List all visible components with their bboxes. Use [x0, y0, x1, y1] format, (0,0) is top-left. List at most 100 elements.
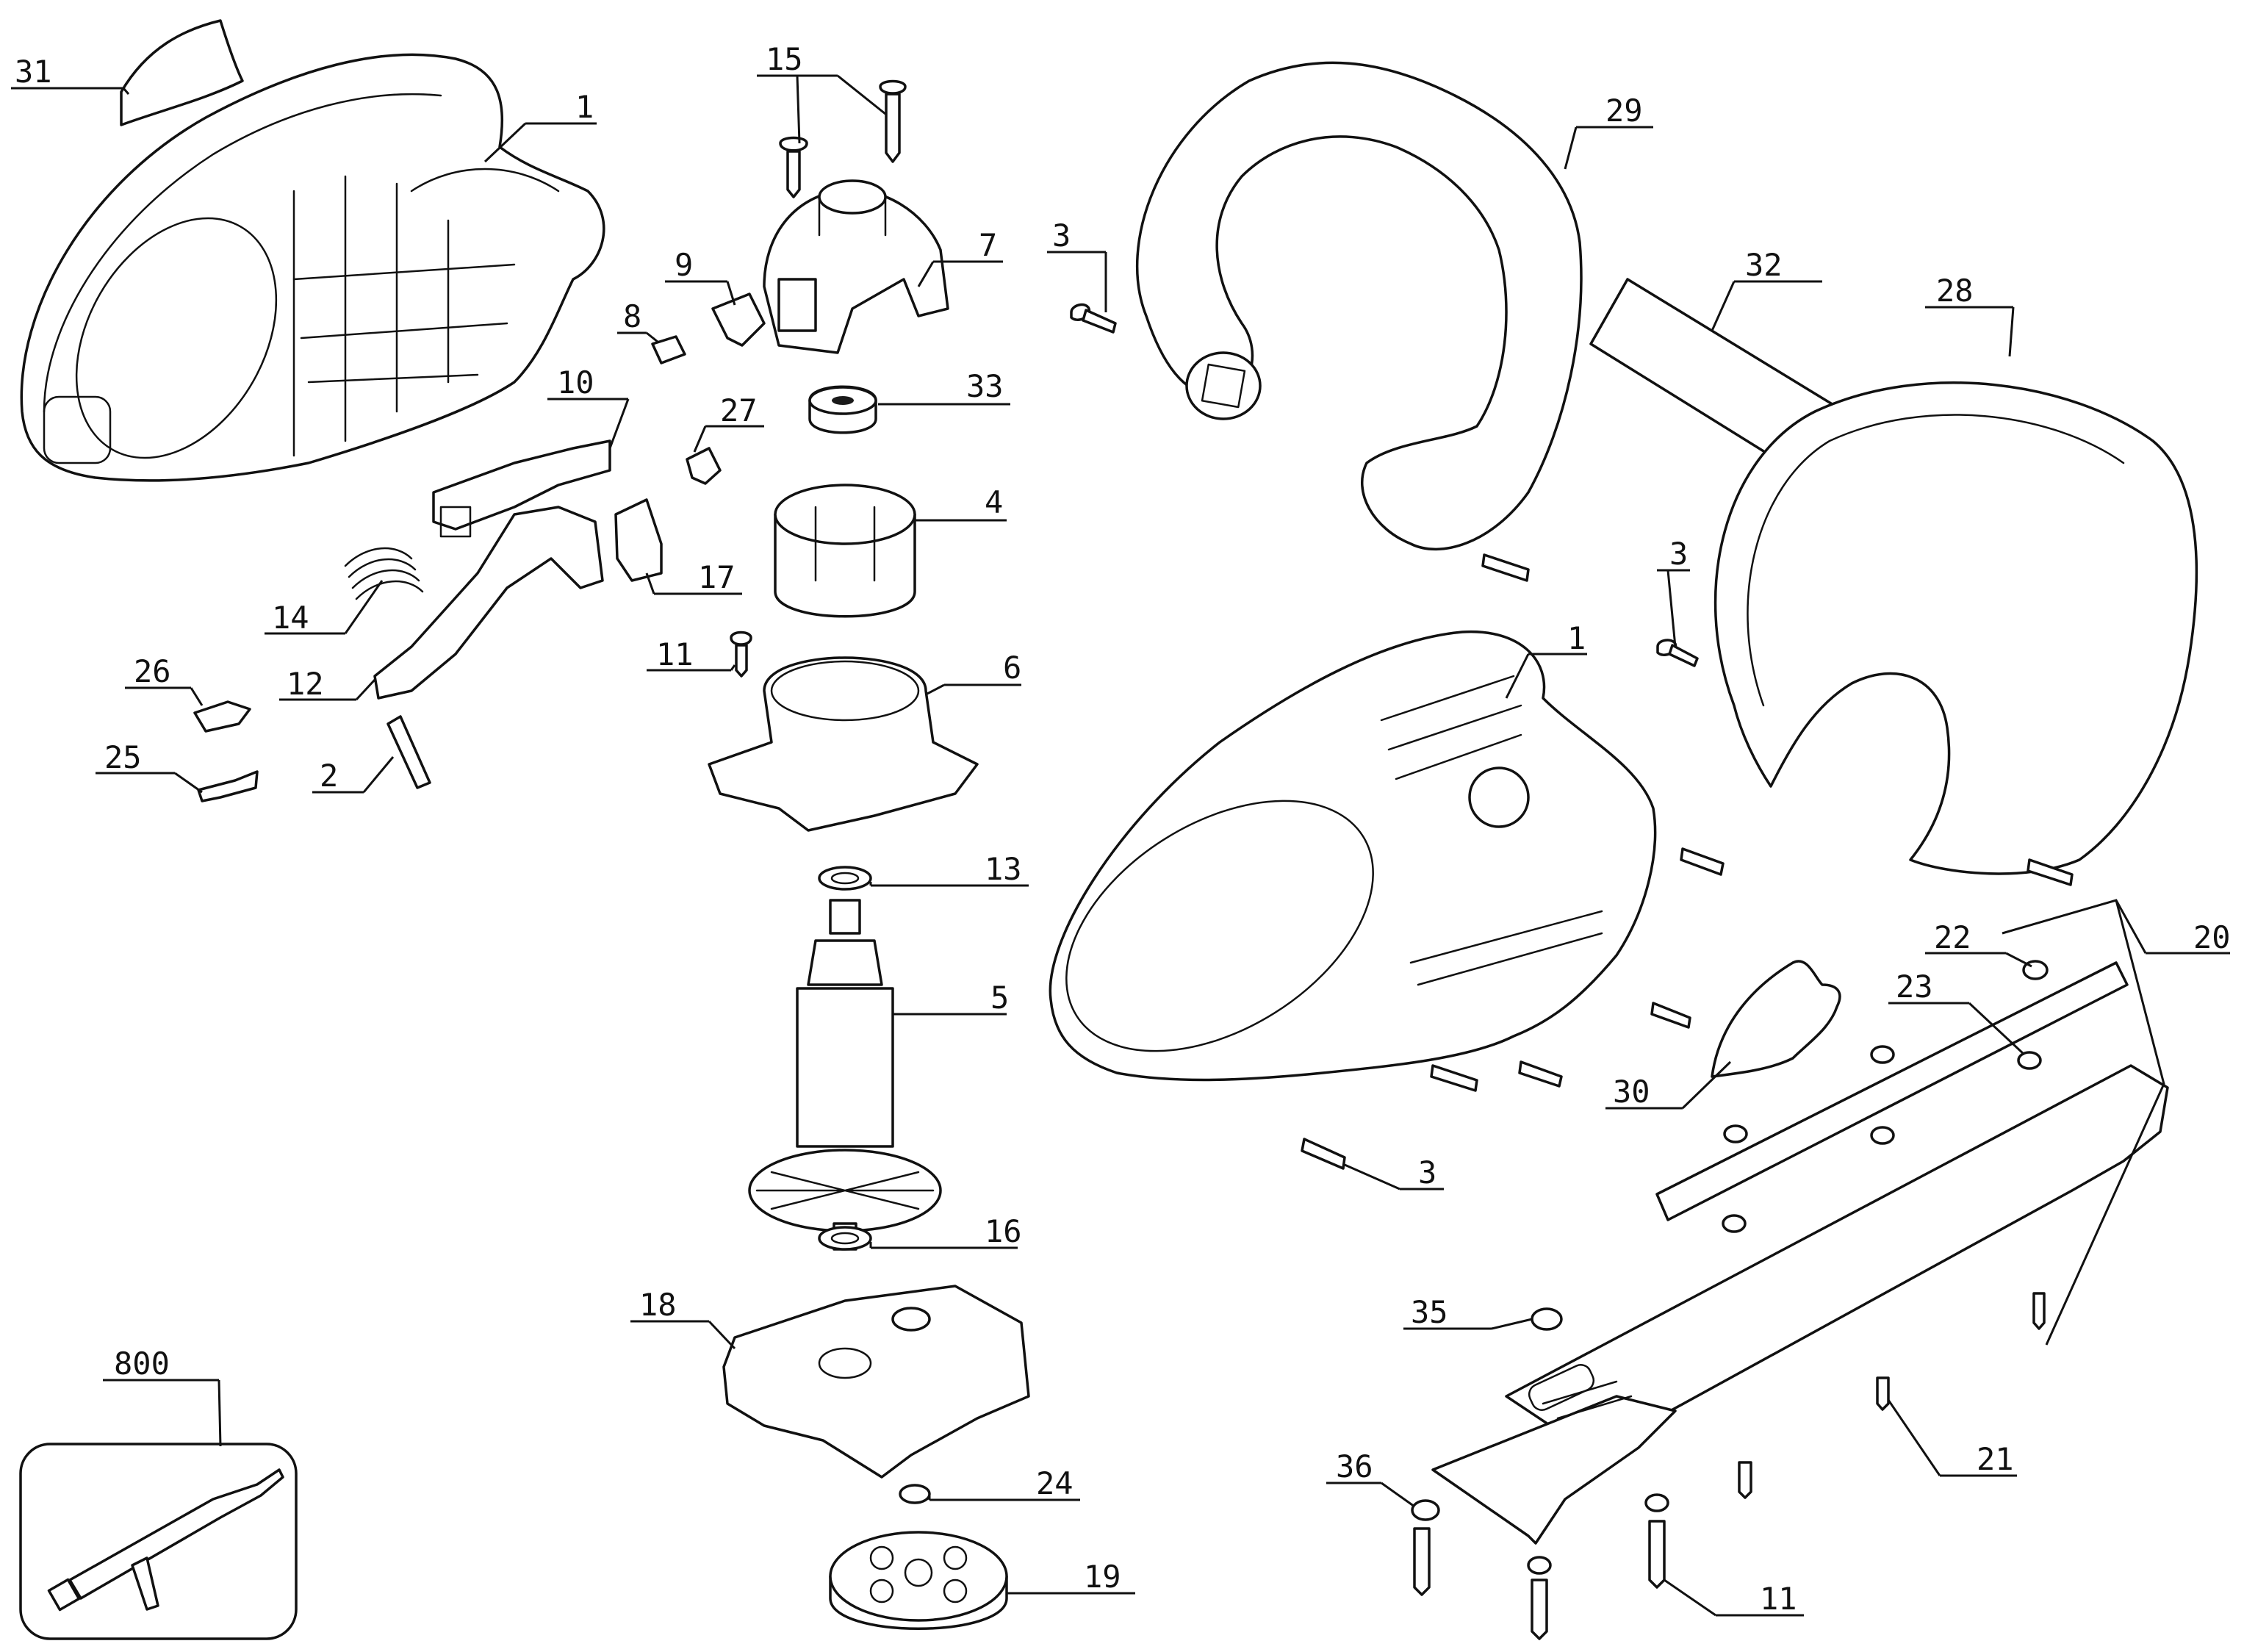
part-800-inset	[19, 1443, 298, 1640]
callout-number: 27	[720, 392, 758, 428]
callout-leader-line	[608, 398, 630, 449]
callout-number: 15	[766, 41, 803, 77]
callout-33: 33	[878, 368, 1010, 406]
callout-leader-line	[1666, 570, 1677, 647]
callout-9: 9	[665, 247, 736, 306]
callout-27: 27	[693, 392, 764, 453]
part-26-terminal-clip	[193, 700, 251, 733]
callout-31: 31	[11, 54, 130, 95]
part-17-micro-switch	[614, 498, 663, 582]
callout-leader-line	[1505, 653, 1530, 699]
callout-3: 3	[1047, 218, 1107, 312]
callout-14: 14	[265, 580, 384, 636]
callout-16: 16	[869, 1213, 1022, 1249]
callout-leader-line	[2005, 952, 2032, 968]
callout-number: 20	[2193, 919, 2231, 955]
callout-number: 24	[1036, 1465, 1074, 1501]
callout-number: 30	[1613, 1074, 1650, 1110]
callout-number: 3	[1669, 536, 1688, 572]
part-5-armature	[748, 899, 942, 1251]
callout-number: 14	[272, 600, 309, 636]
part-29-front-handle	[1136, 61, 1583, 551]
callout-11: 11	[647, 636, 736, 672]
part-12-trigger	[373, 506, 604, 700]
callout-13: 13	[869, 851, 1029, 887]
part-27-wire-connector	[686, 447, 722, 485]
callout-number: 11	[656, 636, 694, 672]
callout-number: 26	[134, 653, 171, 689]
callout-11: 11	[1664, 1579, 1804, 1617]
callout-leader-line	[925, 683, 945, 696]
callout-12: 12	[279, 666, 376, 702]
callout-4: 4	[915, 484, 1007, 522]
callout-leader-line	[1491, 1318, 1533, 1330]
callout-number: 22	[1934, 919, 1971, 955]
callout-26: 26	[125, 653, 204, 706]
callout-leader-line	[1968, 1002, 2026, 1056]
callout-number: 12	[287, 666, 324, 702]
callout-number: 33	[966, 368, 1004, 404]
callout-number: 6	[1003, 650, 1021, 686]
callout-3: 3	[1657, 536, 1690, 647]
callout-leader-line	[1887, 1399, 1941, 1476]
callout-number: 7	[979, 227, 997, 263]
callout-800: 800	[103, 1346, 222, 1447]
part-28-guard	[1713, 381, 2198, 875]
callout-1: 1	[483, 89, 597, 163]
callout-30: 30	[1605, 1060, 1732, 1110]
callout-19: 19	[1005, 1559, 1135, 1595]
part-30-label-plate	[1711, 960, 1841, 1078]
callout-leader-line	[646, 331, 658, 343]
part-19-gear	[829, 1531, 1008, 1630]
part-1-right-housing	[1049, 630, 1657, 1082]
callout-8: 8	[617, 298, 658, 343]
callout-number: 31	[15, 54, 52, 90]
callout-6: 6	[925, 650, 1021, 696]
callout-number: 16	[985, 1213, 1022, 1249]
callout-number: 3	[1052, 218, 1071, 254]
part-20-blade-assembly	[1431, 961, 2169, 1545]
callout-23: 23	[1888, 969, 2026, 1056]
callout-leader-line	[362, 756, 395, 793]
callout-21: 21	[1887, 1399, 2017, 1477]
callout-36: 36	[1326, 1448, 1415, 1508]
callout-number: 9	[675, 247, 693, 283]
callout-number: 8	[623, 298, 641, 334]
callout-5: 5	[893, 980, 1009, 1016]
part-3-screw-b	[1656, 639, 1699, 667]
part-10-switch-lever	[432, 439, 611, 538]
callout-17: 17	[645, 559, 742, 595]
callout-leader-line	[1664, 1579, 1716, 1617]
callout-leader-line	[190, 687, 204, 706]
callout-number: 4	[985, 484, 1003, 520]
callout-24: 24	[928, 1465, 1080, 1501]
callout-leader-line	[122, 87, 130, 95]
part-6-motor-bracket	[708, 656, 979, 832]
callout-number: 3	[1418, 1154, 1436, 1190]
callout-number: 18	[639, 1287, 677, 1323]
callout-29: 29	[1564, 93, 1653, 170]
callout-number: 11	[1760, 1581, 1797, 1617]
callout-number: 13	[985, 851, 1022, 887]
callout-3: 3	[1344, 1154, 1444, 1190]
callout-number: 2	[320, 758, 338, 794]
callout-15: 15	[757, 41, 886, 144]
callout-32: 32	[1711, 247, 1822, 331]
callout-28: 28	[1925, 273, 2015, 357]
callout-25: 25	[96, 739, 203, 794]
callout-leader-line	[1344, 1163, 1400, 1190]
callout-leader-line	[1681, 1060, 1732, 1110]
callout-number: 1	[1567, 620, 1586, 656]
callout-18: 18	[630, 1287, 736, 1350]
callout-20: 20	[2002, 899, 2231, 1346]
callout-number: 36	[1336, 1448, 1373, 1484]
callout-leader-line	[1711, 281, 1736, 331]
callout-number: 25	[104, 739, 142, 775]
callout-leader-line	[917, 261, 935, 287]
callout-leader-line	[174, 772, 203, 794]
callout-number: 10	[557, 364, 594, 401]
callout-number: 1	[575, 89, 594, 125]
callout-leader-line	[645, 572, 655, 595]
callout-leader-line	[796, 74, 886, 144]
part-33-bearing	[808, 385, 877, 434]
